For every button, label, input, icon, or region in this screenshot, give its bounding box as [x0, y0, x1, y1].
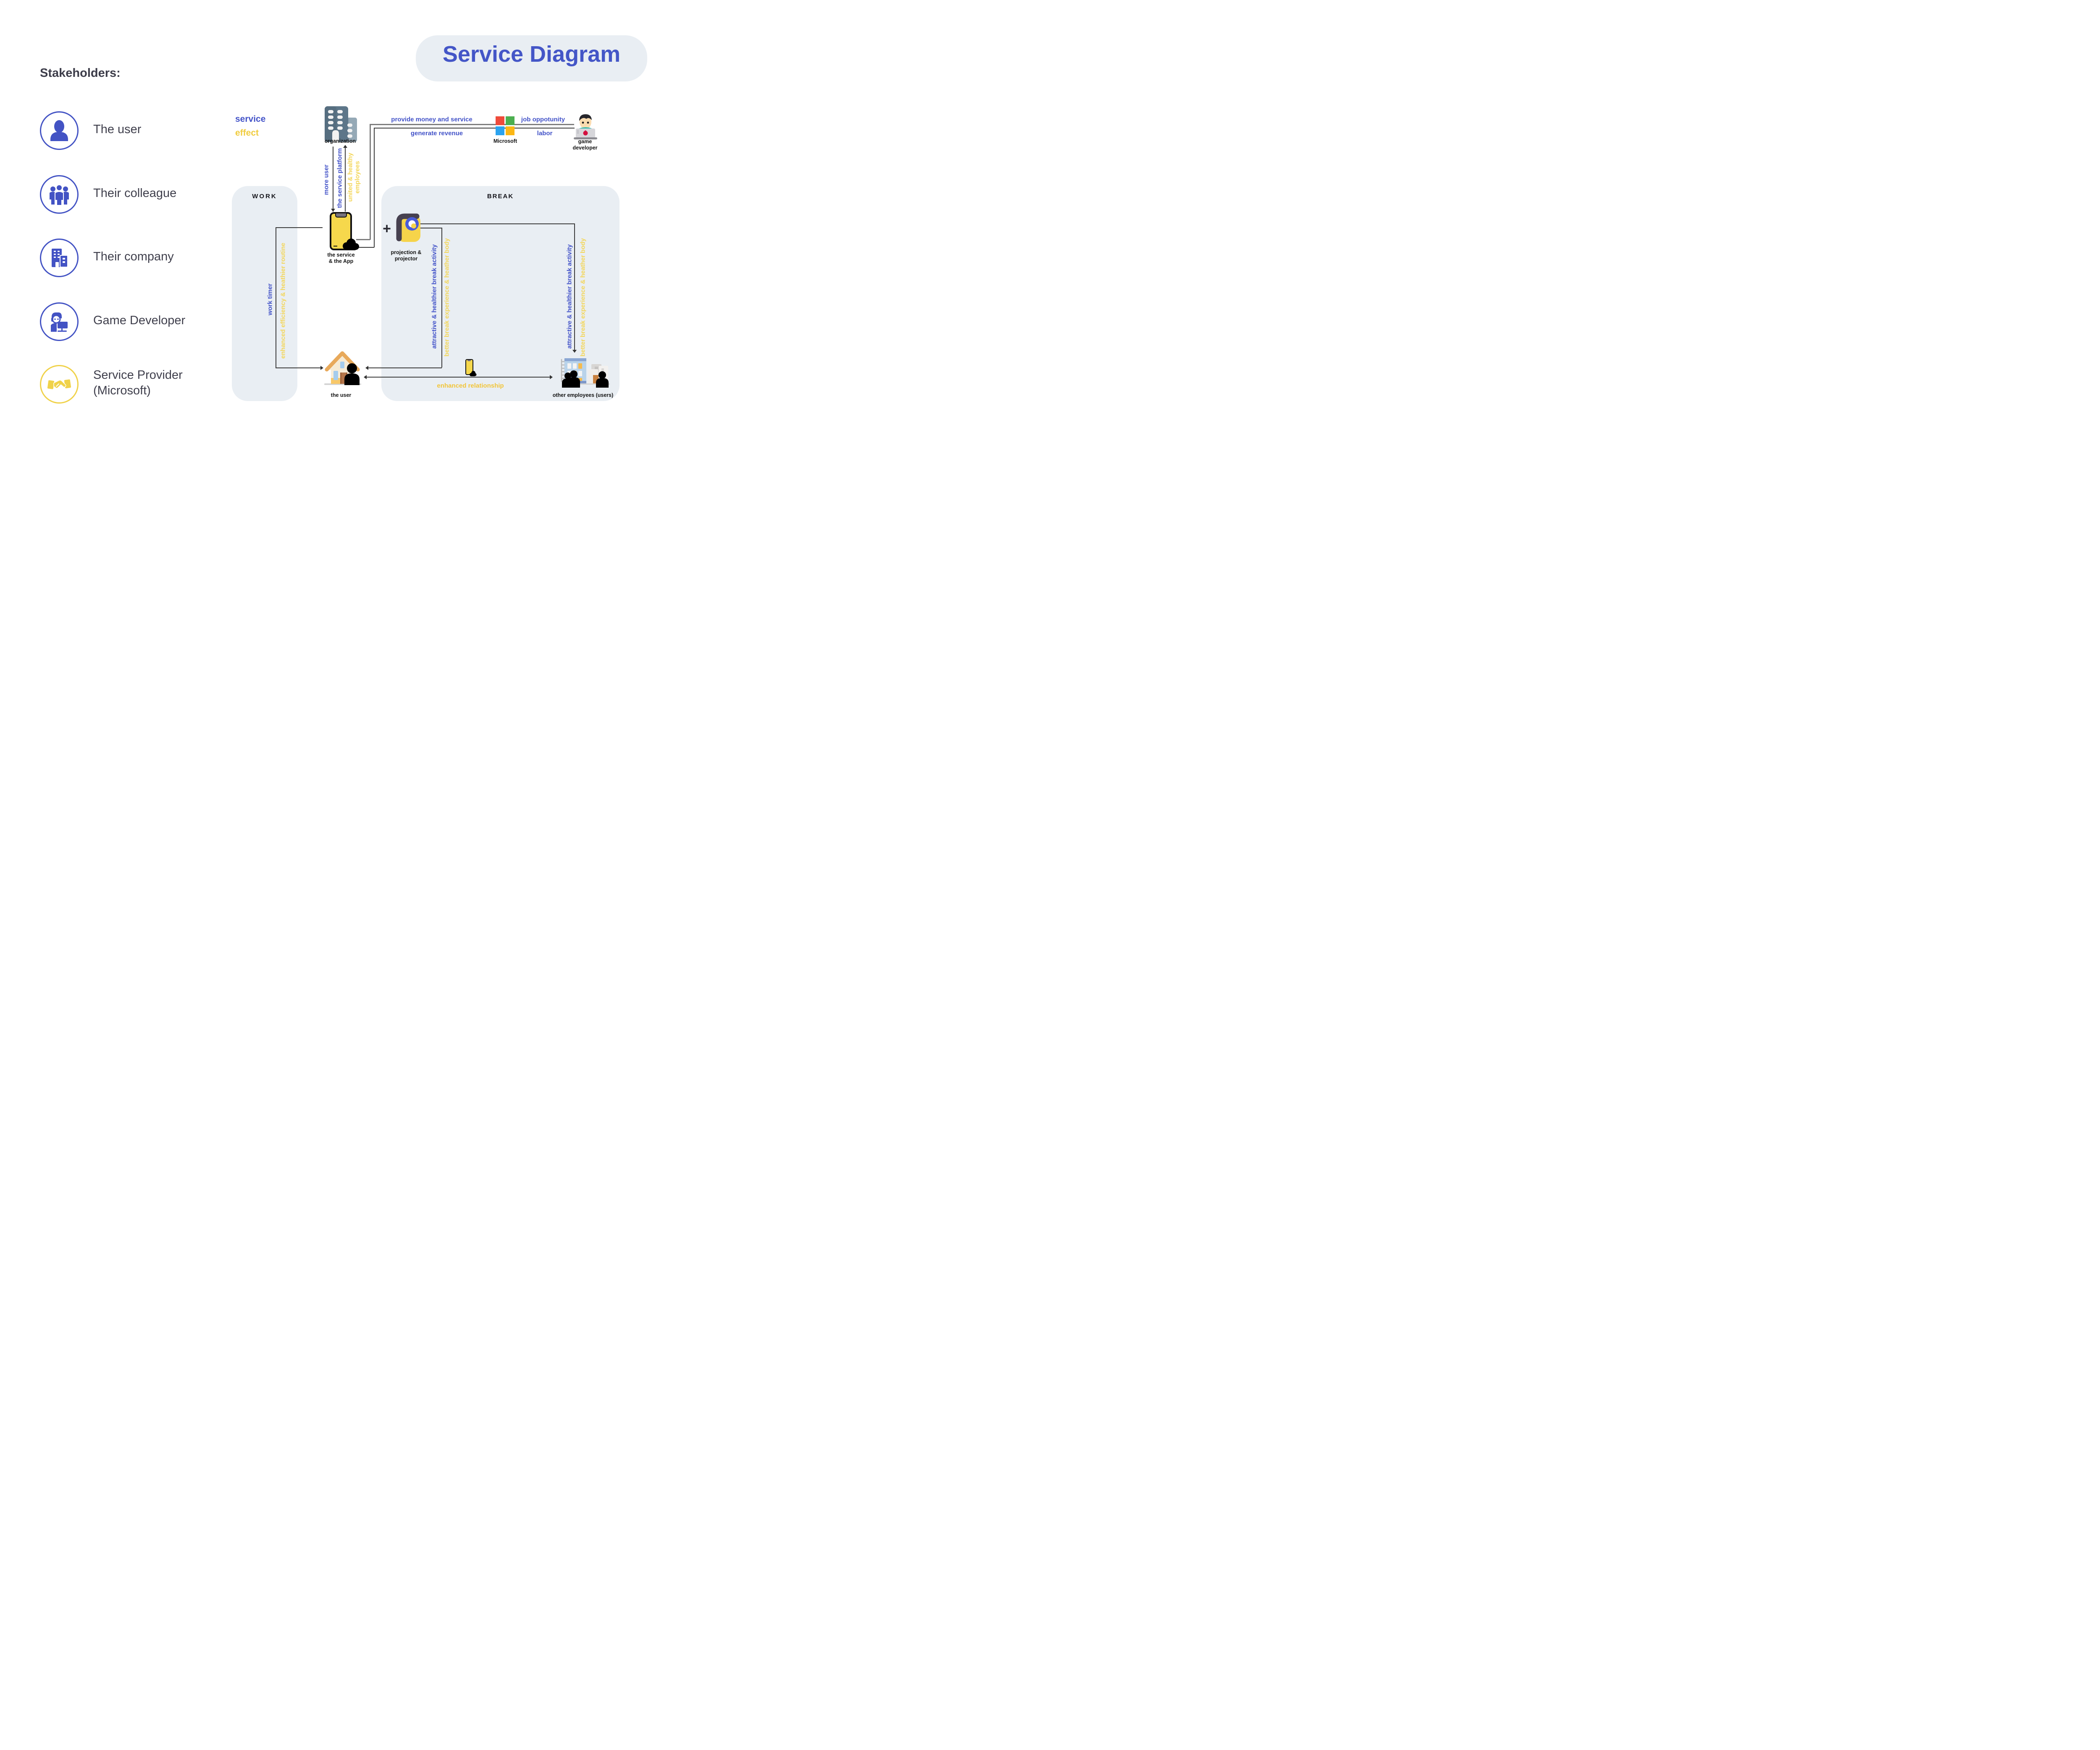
stakeholders-heading: Stakeholders:: [40, 66, 121, 80]
edge-label-united-healthy-line2: employees: [354, 161, 361, 194]
ms-square-red: [496, 116, 504, 125]
stakeholder-circle-colleague: [40, 175, 79, 214]
legend-effect: effect: [235, 128, 259, 138]
service-app-label-line2: & the App: [328, 258, 354, 264]
edge-label-better-break-1: better break experience & heather body: [443, 238, 451, 357]
stakeholder-label-colleague: Their colleague: [93, 186, 177, 200]
edge-break-near-vertical: [441, 228, 442, 367]
user-house-label: the user: [331, 392, 352, 398]
legend-service: service: [235, 114, 266, 124]
break-zone-label: BREAK: [487, 193, 514, 200]
break-cloud-icon: [469, 371, 477, 377]
stakeholder-label-company: Their company: [93, 250, 174, 263]
edge-riser-provide-money: [370, 124, 371, 240]
microsoft-label: Microsoft: [493, 138, 517, 144]
stakeholder-circle-company: [40, 239, 79, 277]
microsoft-logo-icon: [496, 116, 514, 135]
edge-break-long-horizontal: [420, 223, 574, 224]
edge-label-attractive-break-1: attractive & healthier break activity: [430, 244, 438, 349]
edge-line-provide-money: [370, 124, 574, 125]
projector-label-line2: projector: [394, 256, 418, 262]
service-app-label-line1: the service: [327, 252, 355, 258]
stakeholder-circle-user: [40, 111, 79, 150]
user-icon: [48, 119, 71, 142]
game-developer-node-icon: [572, 112, 599, 139]
phone-speaker: [333, 245, 337, 247]
edge-work-horizontal-top: [276, 227, 323, 228]
arrowhead-relationship-right: [550, 375, 553, 379]
stakeholder-circle-provider: [40, 365, 79, 404]
game-developer-label: game developer: [560, 139, 610, 151]
projector-label-line1: projection &: [391, 249, 422, 255]
edge-label-more-user: more user: [323, 164, 330, 195]
stakeholder-label-provider-line1: Service Provider: [93, 368, 183, 382]
stakeholder-label-provider-line2: (Microsoft): [93, 384, 151, 397]
company-buildings-icon: [47, 246, 71, 270]
arrowhead-work-to-user: [320, 366, 323, 370]
other-employees-icon: [559, 355, 612, 388]
edge-break-far-vertical: [574, 223, 575, 351]
plus-sign: +: [383, 220, 391, 237]
game-developer-icon: [47, 310, 71, 333]
organization-icon: [321, 105, 359, 143]
arrowhead-relationship-left: [364, 375, 367, 379]
edge-label-united-healthy-line1: united & healthy: [346, 152, 354, 202]
edge-line-generate-revenue: [374, 128, 575, 129]
arrowhead-service-platform-up: [343, 145, 347, 148]
game-developer-label-line1: game: [578, 139, 592, 144]
edge-label-better-break-2: better break experience & heather body: [579, 238, 587, 357]
break-phone-icon: [465, 359, 473, 375]
work-zone-panel: [232, 186, 297, 401]
edge-riser-generate-revenue: [374, 128, 375, 247]
stakeholder-label-gamedev: Game Developer: [93, 314, 186, 327]
edge-label-labor: labor: [537, 130, 553, 137]
service-app-label: the service & the App: [316, 252, 366, 265]
stakeholder-label-user: The user: [93, 123, 142, 136]
edge-label-enhanced-efficiency: enhanced efficiency & heathier routine: [279, 243, 287, 359]
work-zone-label: WORK: [252, 193, 277, 200]
edge-label-service-platform: the service platform: [336, 148, 344, 208]
cloud-icon: [341, 238, 360, 251]
phone-notch: [335, 213, 347, 218]
user-house-icon: [323, 350, 362, 387]
edge-stub-generate-revenue: [356, 247, 374, 248]
ms-square-blue: [496, 126, 504, 135]
handshake-icon: [47, 372, 71, 396]
edge-line-service-platform: [345, 147, 346, 212]
other-employees-label: other employees (users): [552, 392, 614, 398]
ms-square-green: [506, 116, 514, 125]
edge-label-work-timer: work timer: [266, 283, 274, 315]
page-title: Service Diagram: [442, 42, 621, 67]
service-app-phone-icon: [330, 212, 352, 250]
arrowhead-more-user-down: [331, 209, 335, 212]
organization-label: organization: [324, 138, 356, 144]
projector-icon: [393, 211, 421, 243]
edge-label-attractive-break-2: attractive & healthier break activity: [566, 244, 573, 349]
arrowhead-break-to-user: [365, 366, 368, 370]
edge-work-horizontal-bottom: [276, 367, 321, 368]
edge-label-enhanced-relationship: enhanced relationship: [437, 382, 504, 389]
stakeholder-circle-gamedev: [40, 302, 79, 341]
service-diagram-canvas: Service Diagram Stakeholders: The user T…: [0, 0, 656, 438]
edge-break-to-user-horizontal: [368, 367, 442, 368]
ms-square-yellow: [506, 126, 514, 135]
edge-label-generate-revenue: generate revenue: [410, 130, 463, 137]
edge-label-provide-money: provide money and service: [391, 116, 472, 123]
edge-stub-provide-money: [356, 239, 370, 240]
game-developer-label-line2: developer: [572, 145, 598, 151]
title-pill: [416, 35, 647, 81]
projector-label: projection & projector: [381, 249, 431, 262]
edge-enhanced-relationship: [366, 377, 551, 378]
colleagues-icon: [47, 183, 71, 206]
arrowhead-break-to-employees: [572, 350, 577, 353]
edge-label-job-opportunity: job oppotunity: [521, 116, 565, 123]
break-phone-notch: [467, 360, 471, 361]
